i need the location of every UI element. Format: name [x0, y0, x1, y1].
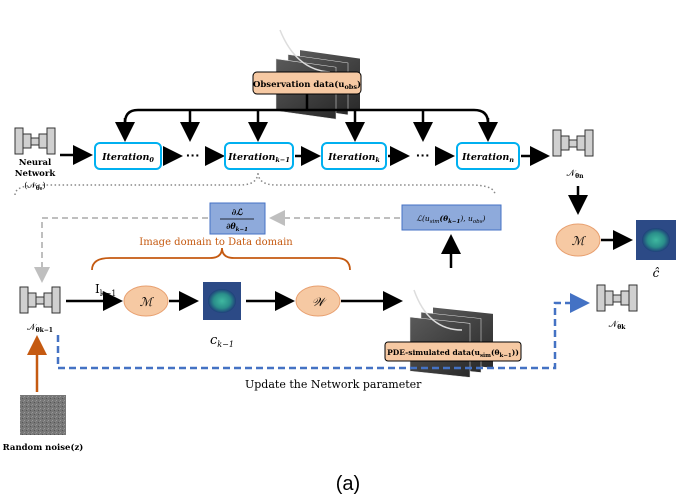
- svg-text:Iterationk−1: Iterationk−1: [227, 152, 290, 164]
- svg-text:𝒲: 𝒲: [312, 295, 328, 309]
- iteration-k-1-box: Iterationk−1: [224, 142, 294, 170]
- c-k-1-image: [203, 282, 241, 320]
- domain-brace: [91, 247, 351, 271]
- neural-network-icon-final: [552, 129, 594, 157]
- pde-simulated-box: PDE-simulated data(usim(θk−1)): [384, 341, 522, 362]
- iteration-0-box: Iteration0: [94, 142, 162, 170]
- ellipsis-2: ···: [416, 147, 430, 163]
- neural-network-icon-k: [596, 284, 638, 312]
- observation-data-box: Observation data(uobs): [252, 71, 362, 95]
- svg-text:ℳ: ℳ: [572, 234, 587, 248]
- c-hat-label: ĉ: [653, 266, 660, 280]
- caption: (a): [336, 473, 360, 495]
- iteration-k-box: Iterationk: [321, 142, 387, 170]
- theta-n-label: 𝒩θn: [567, 169, 585, 180]
- svg-text:Observation data(uobs): Observation data(uobs): [253, 79, 361, 91]
- svg-text:ℳ: ℳ: [140, 295, 155, 309]
- w-operator: [295, 285, 341, 317]
- neural-network-icon-k-1: [19, 286, 61, 314]
- neural-network-icon-initial: [14, 127, 56, 155]
- update-label: Update the Network parameter: [245, 378, 422, 391]
- theta-k-label: 𝒩θk: [609, 320, 627, 331]
- svg-text:Iterationn: Iterationn: [461, 152, 514, 164]
- loss-box: ℒ(usim(θk−1), uobs): [401, 204, 502, 231]
- svg-text:Iteration0: Iteration0: [101, 152, 154, 164]
- update-path: [56, 293, 590, 370]
- reconstruction-image: [636, 220, 676, 260]
- m-operator-right: [555, 223, 601, 257]
- svg-text:∂θk−1: ∂θk−1: [226, 221, 248, 233]
- random-noise-image: [20, 395, 66, 435]
- svg-text:∂ℒ: ∂ℒ: [232, 208, 244, 218]
- svg-text:ℒ(usim(θk−1), uobs): ℒ(usim(θk−1), uobs): [417, 214, 486, 225]
- gradient-box: ∂ℒ ∂θk−1: [209, 202, 266, 235]
- input-label: Ik−1: [95, 282, 116, 298]
- svg-text:PDE-simulated data(usim(θk−1)): PDE-simulated data(usim(θk−1)): [387, 348, 519, 359]
- m-operator-left: [123, 285, 169, 317]
- neural-network-label-1: Neural: [19, 158, 52, 168]
- svg-text:Iterationk: Iterationk: [327, 152, 380, 164]
- iteration-n-box: Iterationn: [456, 142, 520, 170]
- c-k-1-label: ck−1: [210, 333, 234, 349]
- theta-k-1-label: 𝒩θk−1: [27, 323, 53, 334]
- neural-network-label-2: Network: [15, 169, 57, 179]
- domain-label: Image domain to Data domain: [139, 237, 293, 248]
- pde-data-stack: [409, 289, 493, 378]
- ellipsis-1: ···: [186, 147, 200, 163]
- random-noise-label: Random noise(z): [3, 442, 84, 453]
